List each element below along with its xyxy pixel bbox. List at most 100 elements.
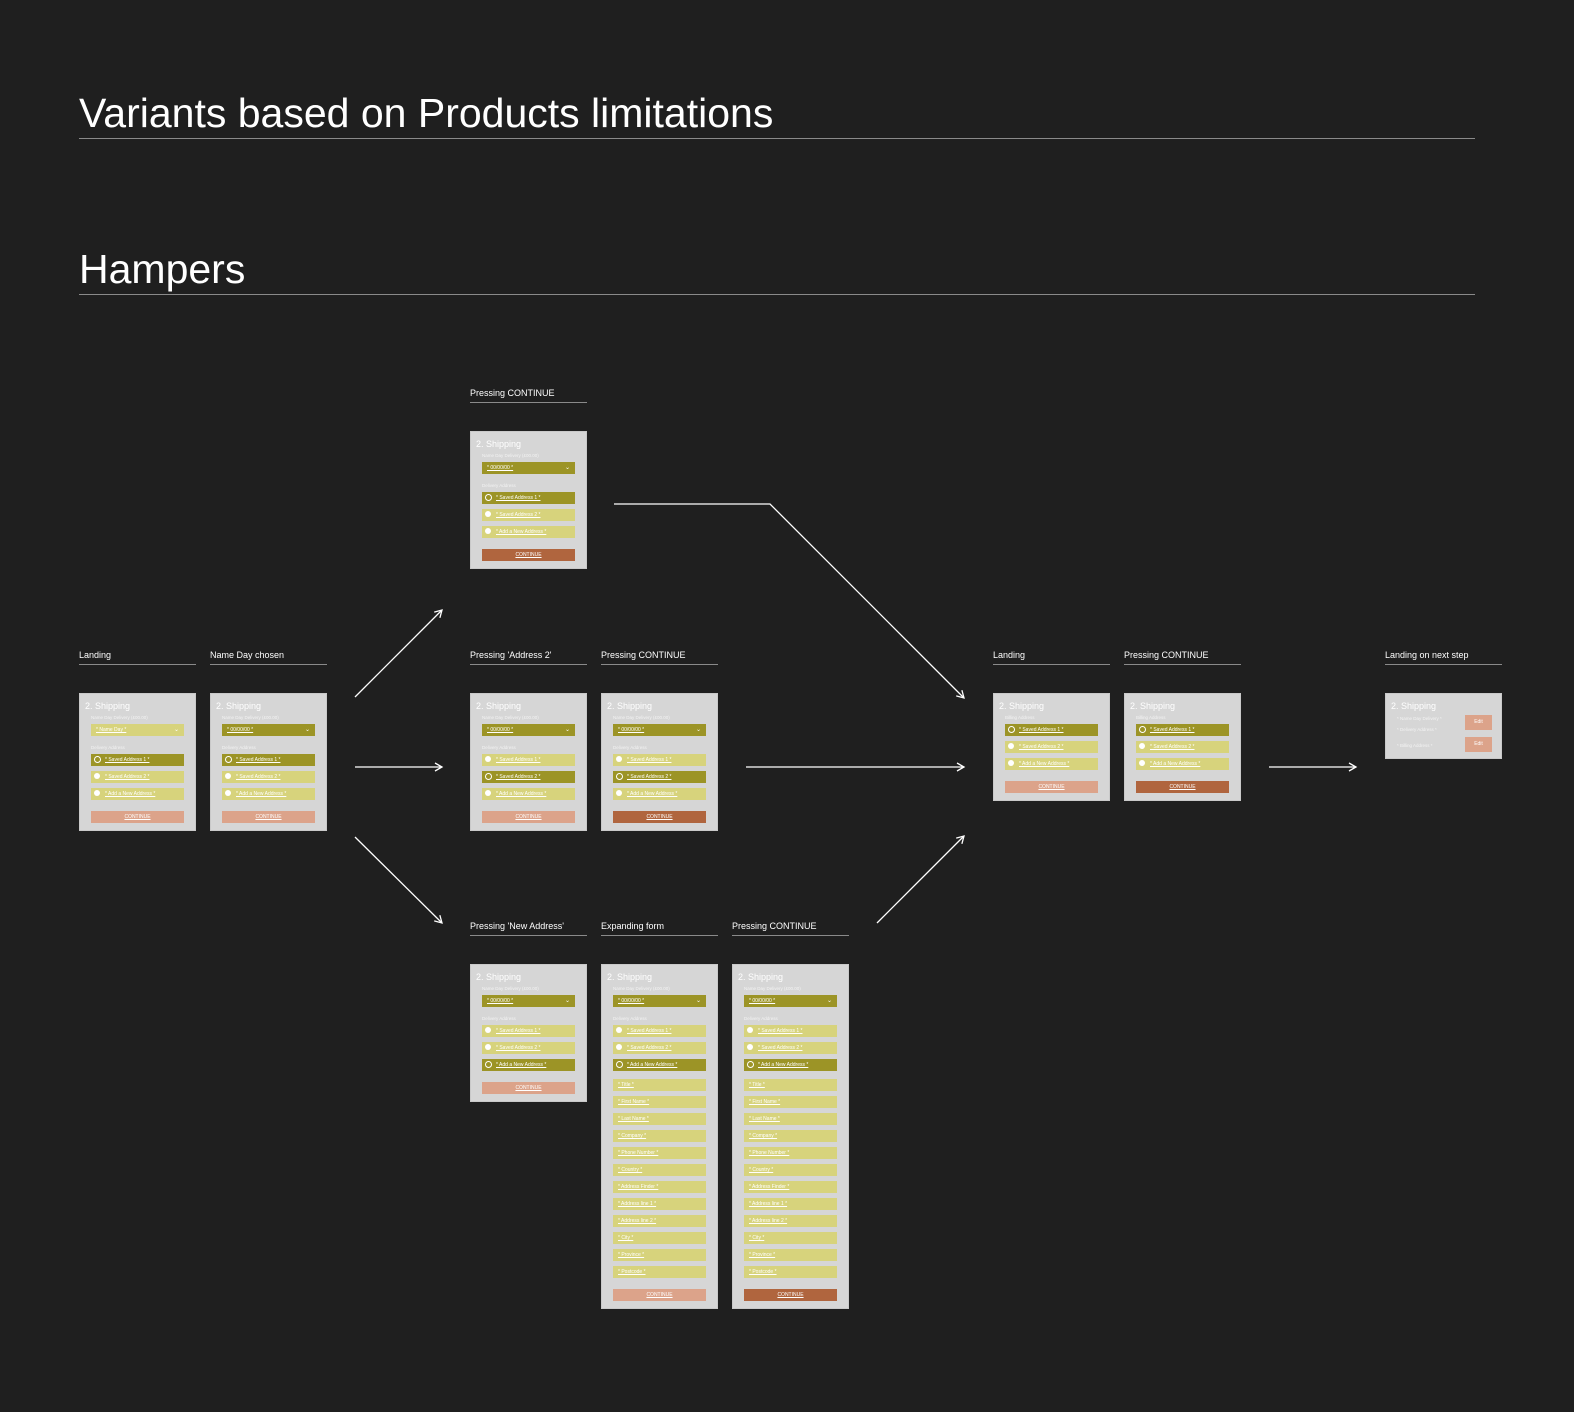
continue-button-label: CONTINUE	[515, 814, 542, 820]
form-field-placeholder: * Address Finder *	[618, 1184, 659, 1190]
form-field[interactable]: * Address line 2 *	[744, 1215, 837, 1227]
radio-icon	[485, 773, 492, 780]
form-field[interactable]: * Phone Number *	[613, 1147, 706, 1159]
step-title: 2. Shipping	[476, 972, 522, 982]
address-option[interactable]: * Add a New Address *	[1136, 758, 1229, 770]
screen-label: Pressing CONTINUE	[1124, 650, 1241, 665]
date-select[interactable]: * 00/00/00 *⌄	[482, 462, 575, 474]
address-option[interactable]: * Add a New Address *	[744, 1059, 837, 1071]
address-option[interactable]: * Saved Address 2 *	[1005, 741, 1098, 753]
continue-button[interactable]: CONTINUE	[1005, 781, 1098, 793]
date-select[interactable]: * 00/00/00 *⌄	[613, 724, 706, 736]
form-field[interactable]: * City *	[744, 1232, 837, 1244]
address-option[interactable]: * Add a New Address *	[482, 1059, 575, 1071]
address-option-label: * Saved Address 1 *	[1150, 727, 1195, 733]
date-select[interactable]: * 00/00/00 *⌄	[613, 995, 706, 1007]
address-option[interactable]: * Add a New Address *	[1005, 758, 1098, 770]
address-option[interactable]: * Add a New Address *	[222, 788, 315, 800]
address-option[interactable]: * Add a New Address *	[613, 1059, 706, 1071]
address-option[interactable]: * Add a New Address *	[91, 788, 184, 800]
address-option-label: * Saved Address 2 *	[627, 774, 672, 780]
address-option[interactable]: * Saved Address 1 *	[613, 754, 706, 766]
form-field[interactable]: * Address line 1 *	[613, 1198, 706, 1210]
form-field[interactable]: * Address line 2 *	[613, 1215, 706, 1227]
radio-icon	[1008, 760, 1014, 766]
form-field[interactable]: * First Name *	[613, 1096, 706, 1108]
continue-button[interactable]: CONTINUE	[482, 811, 575, 823]
address-option[interactable]: * Saved Address 1 *	[482, 492, 575, 504]
continue-button[interactable]: CONTINUE	[1136, 781, 1229, 793]
address-option[interactable]: * Saved Address 1 *	[1136, 724, 1229, 736]
date-label: Name Day Delivery (£00.00)	[91, 715, 148, 720]
address-option[interactable]: * Saved Address 2 *	[482, 771, 575, 783]
form-field[interactable]: * Title *	[744, 1079, 837, 1091]
address-label: Delivery Address	[222, 745, 256, 750]
screen-label: Landing	[993, 650, 1110, 665]
form-field[interactable]: * Address Finder *	[744, 1181, 837, 1193]
address-option[interactable]: * Saved Address 1 *	[482, 1025, 575, 1037]
form-field[interactable]: * Country *	[744, 1164, 837, 1176]
summary-line: * Name Day Delivery *	[1397, 716, 1442, 721]
form-field[interactable]: * Postcode *	[613, 1266, 706, 1278]
date-select[interactable]: * 00/00/00 *⌄	[482, 724, 575, 736]
continue-button[interactable]: CONTINUE	[613, 811, 706, 823]
continue-button[interactable]: CONTINUE	[744, 1289, 837, 1301]
date-select[interactable]: * 00/00/00 *⌄	[482, 995, 575, 1007]
date-value: * Name Day *	[96, 727, 127, 733]
radio-icon	[616, 773, 623, 780]
continue-button[interactable]: CONTINUE	[482, 1082, 575, 1094]
address-option[interactable]: * Add a New Address *	[613, 788, 706, 800]
address-option-label: * Saved Address 2 *	[496, 1045, 541, 1051]
continue-button[interactable]: CONTINUE	[613, 1289, 706, 1301]
address-option[interactable]: * Saved Address 2 *	[482, 1042, 575, 1054]
address-option[interactable]: * Saved Address 1 *	[613, 1025, 706, 1037]
form-field[interactable]: * First Name *	[744, 1096, 837, 1108]
form-field[interactable]: * City *	[613, 1232, 706, 1244]
form-field[interactable]: * Country *	[613, 1164, 706, 1176]
continue-button[interactable]: CONTINUE	[482, 549, 575, 561]
form-field[interactable]: * Last Name *	[744, 1113, 837, 1125]
date-select[interactable]: * 00/00/00 *⌄	[744, 995, 837, 1007]
address-option[interactable]: * Saved Address 2 *	[613, 1042, 706, 1054]
step-title: 2. Shipping	[476, 701, 522, 711]
continue-button[interactable]: CONTINUE	[91, 811, 184, 823]
address-option[interactable]: * Saved Address 2 *	[482, 509, 575, 521]
address-option[interactable]: * Saved Address 2 *	[91, 771, 184, 783]
form-field[interactable]: * Address line 1 *	[744, 1198, 837, 1210]
address-label: Delivery Address	[482, 483, 516, 488]
radio-icon	[616, 756, 622, 762]
radio-icon	[485, 790, 491, 796]
date-select[interactable]: * 00/00/00 *⌄	[222, 724, 315, 736]
address-option[interactable]: * Saved Address 1 *	[482, 754, 575, 766]
form-field-placeholder: * Address line 2 *	[618, 1218, 657, 1224]
date-select[interactable]: * Name Day *⌄	[91, 724, 184, 736]
form-field-placeholder: * Address line 1 *	[618, 1201, 657, 1207]
address-option[interactable]: * Saved Address 1 *	[91, 754, 184, 766]
edit-button[interactable]: Edit	[1465, 737, 1492, 752]
address-option[interactable]: * Saved Address 2 *	[744, 1042, 837, 1054]
form-field[interactable]: * Province *	[613, 1249, 706, 1261]
form-field[interactable]: * Postcode *	[744, 1266, 837, 1278]
address-option[interactable]: * Add a New Address *	[482, 788, 575, 800]
form-field[interactable]: * Province *	[744, 1249, 837, 1261]
form-field[interactable]: * Phone Number *	[744, 1147, 837, 1159]
date-label: Name Day Delivery (£00.00)	[613, 986, 670, 991]
address-option[interactable]: * Saved Address 2 *	[1136, 741, 1229, 753]
address-option[interactable]: * Add a New Address *	[482, 526, 575, 538]
form-field[interactable]: * Last Name *	[613, 1113, 706, 1125]
address-option[interactable]: * Saved Address 1 *	[222, 754, 315, 766]
form-field[interactable]: * Address Finder *	[613, 1181, 706, 1193]
address-option[interactable]: * Saved Address 2 *	[613, 771, 706, 783]
address-option-label: * Saved Address 2 *	[105, 774, 150, 780]
form-field[interactable]: * Company *	[613, 1130, 706, 1142]
form-field[interactable]: * Title *	[613, 1079, 706, 1091]
address-option[interactable]: * Saved Address 2 *	[222, 771, 315, 783]
address-option[interactable]: * Saved Address 1 *	[744, 1025, 837, 1037]
edit-button[interactable]: Edit	[1465, 715, 1492, 730]
form-field[interactable]: * Company *	[744, 1130, 837, 1142]
radio-icon	[485, 1061, 492, 1068]
address-option[interactable]: * Saved Address 1 *	[1005, 724, 1098, 736]
continue-button[interactable]: CONTINUE	[222, 811, 315, 823]
